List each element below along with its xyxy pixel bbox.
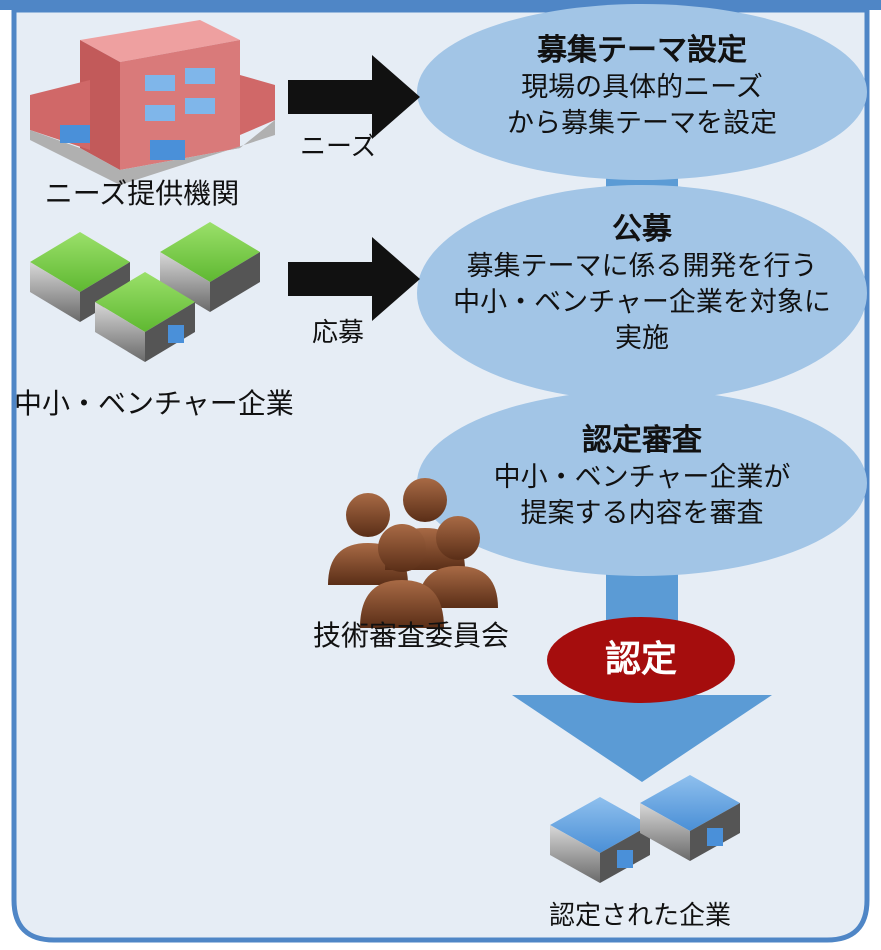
- step-2-line-1: 募集テーマに係る開発を行う: [466, 251, 818, 282]
- step-3-text: 認定審査 中小・ベンチャー企業が 提案する内容を審査: [432, 422, 852, 532]
- step-1-line-1: 現場の具体的ニーズ: [521, 72, 763, 103]
- step-1-text: 募集テーマ設定 現場の具体的ニーズ から募集テーマを設定: [432, 32, 852, 142]
- step-3-line-2: 提案する内容を審査: [520, 498, 764, 529]
- step-3-title: 認定審査: [582, 423, 702, 458]
- step-3-line-1: 中小・ベンチャー企業が: [493, 462, 791, 493]
- step-ellipse-2: [417, 185, 867, 401]
- hospital-icon: [30, 20, 275, 185]
- step-2-title: 公募: [612, 212, 672, 247]
- sme-buildings-icon: [30, 222, 260, 362]
- apply-arrow-label: 応募: [312, 318, 365, 348]
- step-1-line-2: から募集テーマを設定: [507, 108, 777, 139]
- committee-people-icon: [328, 478, 498, 628]
- certified-badge-label: 認定: [604, 639, 677, 680]
- top-border: [0, 0, 881, 10]
- certified-label: 認定された企業: [548, 901, 731, 931]
- needs-arrow: [288, 55, 420, 139]
- committee-label: 技術審査委員会: [312, 619, 509, 652]
- step-ellipse-3: [417, 390, 867, 576]
- certified-buildings-icon: [550, 775, 740, 883]
- step-ellipse-1: [417, 4, 867, 180]
- step-2-line-2: 中小・ベンチャー企業を対象に: [453, 287, 831, 318]
- step-2-text: 公募 募集テーマに係る開発を行う 中小・ベンチャー企業を対象に 実施: [432, 211, 852, 357]
- step-1-title: 募集テーマ設定: [537, 33, 747, 68]
- sme-label: 中小・ベンチャー企業: [14, 387, 294, 420]
- step-2-line-3: 実施: [615, 323, 669, 354]
- apply-arrow: [288, 237, 420, 321]
- certified-badge: [547, 617, 735, 703]
- needs-provider-label: ニーズ提供機関: [44, 177, 240, 210]
- needs-arrow-label: ニーズ: [300, 132, 377, 162]
